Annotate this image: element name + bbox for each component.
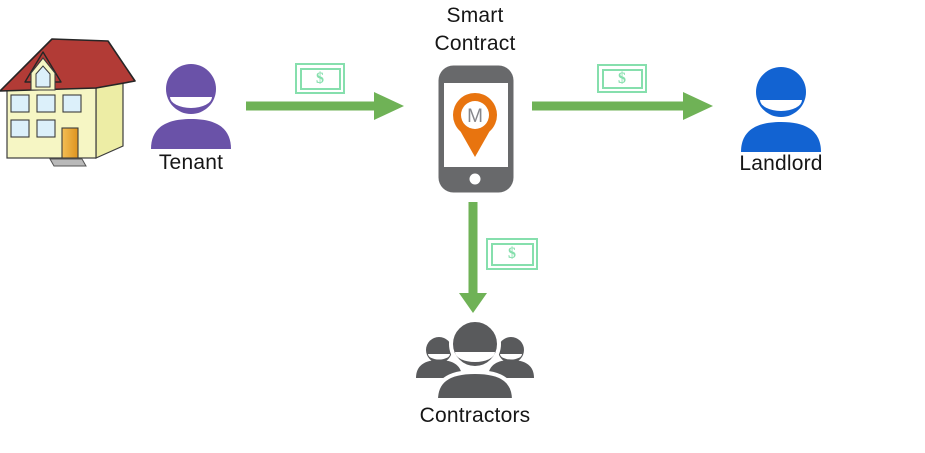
dollar-sign: $ [508,245,516,262]
arrowhead [683,92,713,120]
landlord-label: Landlord [739,152,823,175]
money-icon: $ [597,64,647,93]
house-window [36,94,56,113]
house-window [62,94,82,113]
phone-home-button [469,173,481,185]
smile-mouth [170,97,212,108]
smartphone-map-pin-icon: M [438,65,514,193]
smile-mouth [455,352,495,362]
dollar-sign: $ [316,69,324,87]
money-icon: $ [295,63,345,94]
map-pin-center [461,101,489,129]
smart-contract-label: Smart Contract [434,4,516,55]
pin-letter: M [467,106,483,127]
house-window [10,119,30,138]
map-pin-tail [458,127,492,157]
arrow-tenant-to-contract [246,92,404,120]
house-image [0,38,136,167]
dollar-sign: $ [618,69,626,87]
arrowhead [374,92,404,120]
house-window [10,94,30,113]
house-step [49,158,87,167]
contractors-label: Contractors [419,404,531,427]
people-group-icon [416,320,534,400]
smile-mouth [760,100,802,111]
money-icon: $ [486,238,538,270]
person-icon [741,67,821,152]
house-side-wall [95,77,124,159]
person-icon [151,64,231,149]
arrow-contract-to-landlord [532,92,713,120]
tenant-label: Tenant [158,151,224,174]
arrow-contract-to-contractors [459,202,487,313]
house-door [61,127,79,159]
arrowhead [459,293,487,313]
house-roof [0,38,136,92]
house-window [36,119,56,138]
house-dormer-window [35,65,51,88]
